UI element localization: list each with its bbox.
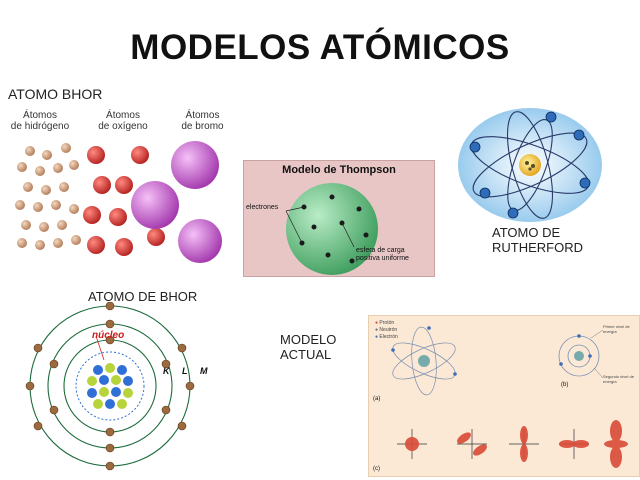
page-title: MODELOS ATÓMICOS bbox=[130, 28, 510, 67]
particles-illustration bbox=[15, 141, 222, 263]
sphere-label-line2: positiva uniforme bbox=[356, 255, 409, 262]
nucleus-label: núcleo bbox=[92, 330, 125, 341]
orbit-note-1: Primer nivel de energía bbox=[603, 324, 630, 334]
bohr-atom-diagram bbox=[25, 302, 195, 471]
oxygen-column-label: Átomos de oxígeno bbox=[88, 110, 158, 132]
nucleus bbox=[87, 363, 133, 409]
shell-m-label: M bbox=[200, 366, 208, 376]
oxygen-atoms bbox=[83, 146, 165, 256]
shell-k-label: K bbox=[163, 366, 170, 376]
hydrogen-label-line1: Átomos bbox=[23, 110, 57, 121]
bromine-label-line2: de bromo bbox=[181, 121, 224, 132]
modern-label-line1: MODELO bbox=[280, 332, 337, 347]
oxygen-label-line1: Átomos bbox=[106, 110, 140, 121]
modern-legend: ● Protón ● Neutrón ● Electrón bbox=[375, 320, 398, 341]
orbit-note-2: Segundo nivel de energía bbox=[603, 374, 634, 384]
modern-model-label: MODELO ACTUAL bbox=[280, 332, 336, 362]
bohr-particles-label: ATOMO BHOR bbox=[8, 86, 103, 102]
hydrogen-column-label: Átomos de hidrógeno bbox=[5, 110, 75, 132]
modern-atom-diagram bbox=[391, 326, 628, 468]
thompson-title: Modelo de Thompson bbox=[282, 164, 396, 176]
thompson-model-panel: Modelo de Thompson electrones esfera de … bbox=[243, 160, 435, 277]
bromine-atoms bbox=[131, 141, 222, 263]
oxygen-label-line2: de oxígeno bbox=[98, 121, 148, 132]
modern-label-line2: ACTUAL bbox=[280, 347, 332, 362]
rutherford-atom-diagram bbox=[458, 108, 602, 222]
bromine-column-label: Átomos de bromo bbox=[170, 110, 235, 132]
sphere-label-line1: esfera de carga bbox=[356, 247, 405, 254]
legend-proton: ● Protón bbox=[375, 320, 395, 326]
shell-l-label: L bbox=[182, 366, 188, 376]
thompson-diagram bbox=[285, 183, 378, 275]
hydrogen-label-line2: de hidrógeno bbox=[10, 121, 70, 132]
rutherford-label-line2: RUTHERFORD bbox=[492, 240, 583, 255]
bohr-atom-label: ATOMO DE BHOR bbox=[88, 289, 198, 304]
thompson-sphere-label: esfera de carga positiva uniforme bbox=[356, 247, 409, 263]
hydrogen-atoms bbox=[15, 143, 81, 250]
rutherford-label-line1: ATOMO DE bbox=[492, 225, 561, 240]
modern-model-panel: ● Protón ● Neutrón ● Electrón bbox=[368, 315, 640, 477]
bromine-label-line1: Átomos bbox=[185, 110, 220, 121]
rutherford-label: ATOMO DE RUTHERFORD bbox=[492, 225, 583, 255]
modern-sub-c: (c) bbox=[373, 466, 380, 472]
thompson-electrons-label: electrones bbox=[246, 204, 279, 211]
modern-sub-b: (b) bbox=[561, 382, 569, 388]
legend-electron: ● Electrón bbox=[375, 334, 398, 340]
legend-neutron: ● Neutrón bbox=[375, 327, 398, 333]
modern-sub-a: (a) bbox=[373, 396, 381, 402]
